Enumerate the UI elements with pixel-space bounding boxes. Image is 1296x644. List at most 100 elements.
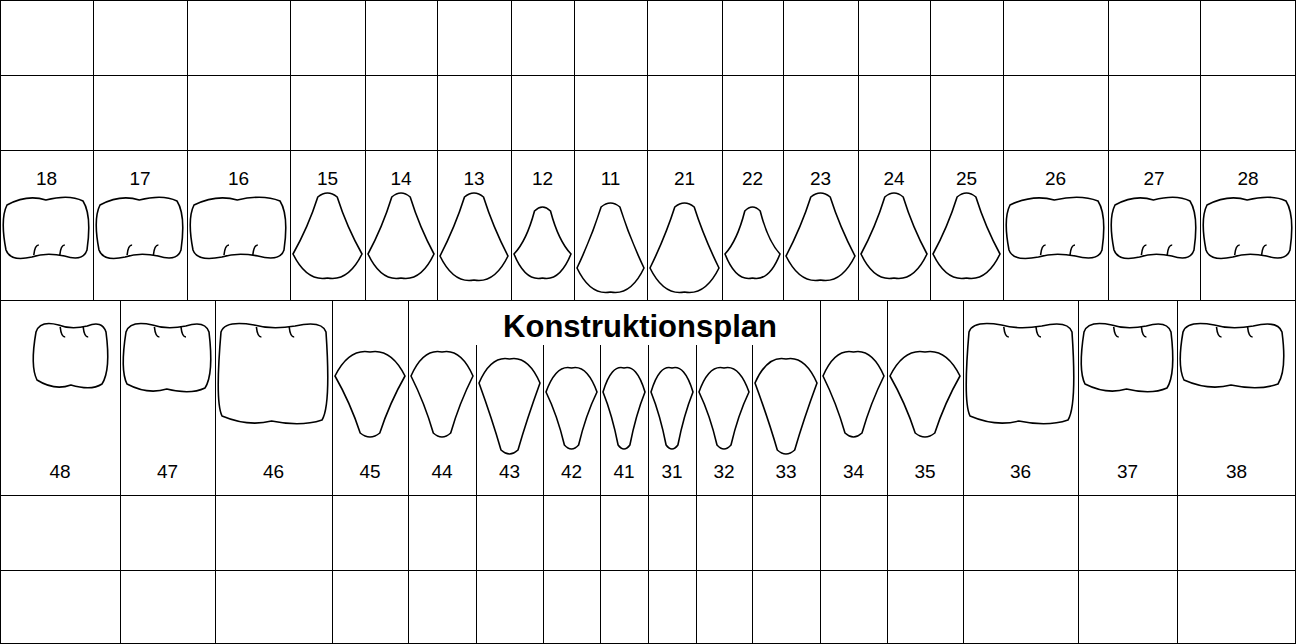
column-line xyxy=(1108,0,1109,300)
tooth-number: 41 xyxy=(613,462,634,481)
cusp-line xyxy=(289,327,294,337)
cusp-line xyxy=(224,245,229,255)
tooth-outline xyxy=(823,352,884,438)
column-line xyxy=(1078,300,1079,644)
column-line xyxy=(332,300,333,644)
column-line xyxy=(215,300,216,644)
column-line xyxy=(574,0,575,300)
molar-outline xyxy=(123,324,211,392)
tooth-outline xyxy=(577,203,644,293)
column-line xyxy=(963,300,964,644)
column-line xyxy=(1200,0,1201,300)
tooth-number: 25 xyxy=(956,169,977,188)
molar-outline xyxy=(966,324,1074,424)
column-line xyxy=(752,345,753,644)
tooth-number: 26 xyxy=(1045,169,1066,188)
molar-outline xyxy=(1081,324,1173,392)
tooth-number: 23 xyxy=(810,169,831,188)
tooth-number: 48 xyxy=(49,462,70,481)
cusp-line xyxy=(60,245,65,255)
tooth-number: 17 xyxy=(129,169,150,188)
row-line xyxy=(0,300,1296,301)
column-line xyxy=(820,300,821,644)
tooth-number: 13 xyxy=(463,169,484,188)
tooth-outline xyxy=(933,193,1000,279)
cusp-line xyxy=(1217,327,1222,337)
cusp-line xyxy=(1141,327,1146,337)
tooth-number: 32 xyxy=(713,462,734,481)
column-line xyxy=(120,300,121,644)
molar-outline xyxy=(33,324,108,388)
column-line xyxy=(887,300,888,644)
tooth-outline xyxy=(651,368,693,450)
tooth-number: 27 xyxy=(1143,169,1164,188)
cusp-line xyxy=(154,327,159,337)
column-line xyxy=(511,0,512,300)
tooth-number: 43 xyxy=(499,462,520,481)
cusp-line xyxy=(1041,245,1046,255)
molar-outline xyxy=(218,324,328,424)
tooth-outline xyxy=(368,193,434,279)
column-line xyxy=(476,345,477,644)
tooth-number: 42 xyxy=(561,462,582,481)
molar-outline xyxy=(96,197,183,258)
tooth-outline xyxy=(650,203,719,293)
cusp-line xyxy=(153,245,158,255)
tooth-number: 28 xyxy=(1237,169,1258,188)
column-line xyxy=(600,345,601,644)
tooth-number: 45 xyxy=(359,462,380,481)
column-line xyxy=(1003,0,1004,300)
tooth-outline xyxy=(890,352,960,438)
column-line xyxy=(93,0,94,300)
column-line xyxy=(930,0,931,300)
tooth-outline xyxy=(699,368,749,450)
tooth-number: 37 xyxy=(1117,462,1138,481)
chart-title: Konstruktionsplan xyxy=(503,311,777,342)
tooth-outline xyxy=(479,359,540,455)
tooth-number: 21 xyxy=(674,169,695,188)
cusp-line xyxy=(1262,245,1267,255)
tooth-number: 24 xyxy=(883,169,904,188)
cusp-line xyxy=(1235,245,1240,255)
tooth-outline xyxy=(861,193,927,279)
tooth-outline xyxy=(335,352,405,438)
tooth-number: 46 xyxy=(263,462,284,481)
molar-outline xyxy=(3,197,89,258)
tooth-number: 12 xyxy=(532,169,553,188)
tooth-number: 18 xyxy=(36,169,57,188)
column-line xyxy=(722,0,723,300)
cusp-line xyxy=(1036,327,1041,337)
cusp-line xyxy=(1114,327,1119,337)
cusp-line xyxy=(256,327,261,337)
cusp-line xyxy=(34,245,39,255)
tooth-outline xyxy=(514,207,571,279)
column-line xyxy=(365,0,366,300)
column-line xyxy=(648,345,649,644)
tooth-number: 15 xyxy=(317,169,338,188)
cusp-line xyxy=(127,245,132,255)
molar-outline xyxy=(1180,324,1284,388)
molar-outline xyxy=(1111,197,1196,258)
molar-outline xyxy=(1006,197,1104,258)
tooth-outline xyxy=(786,193,855,281)
tooth-outline xyxy=(755,359,817,455)
tooth-number: 16 xyxy=(228,169,249,188)
cusp-line xyxy=(83,327,88,337)
column-line xyxy=(1177,300,1178,644)
tooth-number: 47 xyxy=(157,462,178,481)
cusp-line xyxy=(1141,245,1146,255)
column-line xyxy=(858,0,859,300)
tooth-outline xyxy=(546,368,597,450)
tooth-outline xyxy=(603,368,645,450)
tooth-number: 22 xyxy=(742,169,763,188)
molar-outline xyxy=(1203,197,1292,258)
tooth-number: 11 xyxy=(601,169,621,188)
tooth-number: 44 xyxy=(431,462,452,481)
tooth-outline xyxy=(293,193,362,279)
tooth-number: 14 xyxy=(390,169,411,188)
column-line xyxy=(696,345,697,644)
cusp-line xyxy=(60,327,65,337)
